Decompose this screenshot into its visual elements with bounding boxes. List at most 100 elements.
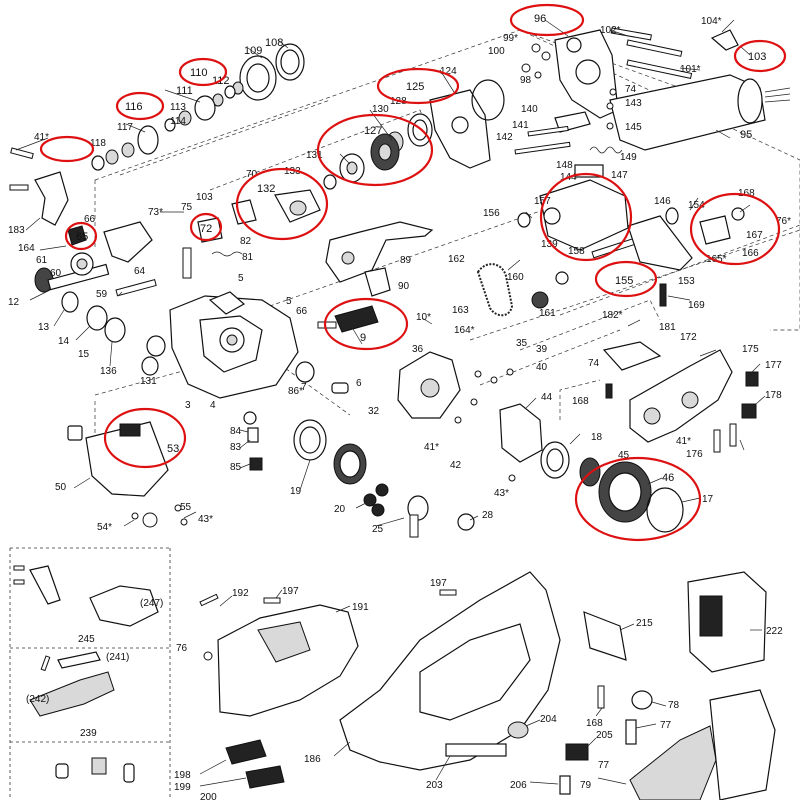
part-label: 131 bbox=[140, 376, 157, 387]
part-label: 118 bbox=[90, 138, 106, 149]
part-label: (242) bbox=[26, 694, 49, 705]
handle-bracket-parts bbox=[67, 421, 188, 528]
part-label: 25 bbox=[372, 524, 384, 535]
belt-tensioner-parts bbox=[476, 179, 745, 317]
part-label: 143 bbox=[625, 98, 642, 109]
part-label: 50 bbox=[55, 482, 67, 493]
part-label: 110 bbox=[190, 67, 208, 79]
part-label: 114 bbox=[170, 116, 186, 127]
part-label: 239 bbox=[80, 728, 97, 739]
top-gearbox-parts bbox=[514, 27, 791, 178]
part-label: 76* bbox=[776, 216, 791, 227]
part-label: 41* bbox=[424, 442, 439, 453]
part-label: 147 bbox=[611, 170, 628, 181]
part-label: 96 bbox=[534, 13, 546, 25]
part-label: 74 bbox=[625, 84, 637, 95]
part-label: 130 bbox=[372, 104, 389, 115]
part-label: 103 bbox=[748, 51, 766, 63]
part-label: 14 bbox=[58, 336, 70, 347]
trigger-parts bbox=[325, 221, 434, 333]
part-label: 7 bbox=[301, 382, 307, 393]
part-label: 169 bbox=[688, 300, 705, 311]
part-label: 32 bbox=[368, 406, 380, 417]
part-label: 104* bbox=[701, 16, 722, 27]
part-label: 84 bbox=[230, 426, 242, 437]
part-label: 72 bbox=[200, 223, 212, 235]
shaft-parts bbox=[34, 199, 257, 343]
part-label: 149 bbox=[620, 152, 637, 163]
left-subsection-parts bbox=[13, 565, 159, 783]
part-label: 100 bbox=[488, 46, 505, 57]
part-label: 168 bbox=[586, 718, 603, 729]
part-label: 86* bbox=[288, 386, 303, 397]
part-label: 95 bbox=[740, 129, 752, 141]
part-label: 6 bbox=[356, 378, 362, 389]
part-label: 215 bbox=[636, 618, 653, 629]
part-label: 79 bbox=[580, 780, 592, 791]
part-label: 124 bbox=[440, 66, 457, 77]
part-label: 98 bbox=[520, 75, 532, 86]
part-label: 198 bbox=[174, 770, 191, 781]
part-label: 75 bbox=[181, 202, 193, 213]
part-label: 54* bbox=[97, 522, 112, 533]
part-label: 59 bbox=[96, 289, 108, 300]
part-label: 53 bbox=[167, 443, 179, 455]
part-label: 163 bbox=[452, 305, 469, 316]
part-label: 158 bbox=[568, 246, 585, 257]
part-label: 46 bbox=[662, 472, 674, 484]
part-label: 175 bbox=[742, 344, 759, 355]
part-label: 28 bbox=[482, 510, 494, 521]
part-label: 191 bbox=[352, 602, 369, 613]
part-label: 5 bbox=[238, 273, 244, 284]
part-label: 10* bbox=[416, 312, 431, 323]
part-label: 90 bbox=[398, 281, 410, 292]
part-label: 39 bbox=[536, 344, 548, 355]
part-label: 55 bbox=[180, 502, 192, 513]
flange-parts bbox=[397, 351, 514, 424]
part-label: 186 bbox=[304, 754, 321, 765]
guard-parts bbox=[602, 341, 759, 453]
part-label: 131 bbox=[306, 150, 323, 161]
part-label: 148 bbox=[556, 160, 573, 171]
part-label: 176 bbox=[686, 449, 703, 460]
part-label: 154 bbox=[688, 200, 705, 211]
red-highlight-circles bbox=[39, 3, 787, 542]
part-label: 204 bbox=[540, 714, 557, 725]
part-label: 166 bbox=[742, 248, 759, 259]
part-label: 127 bbox=[364, 125, 382, 137]
part-label: 12 bbox=[8, 297, 20, 308]
part-label: 60 bbox=[50, 268, 62, 279]
part-label: 145 bbox=[625, 122, 642, 133]
part-label: 168 bbox=[738, 188, 755, 199]
main-housing bbox=[141, 291, 349, 399]
part-label: 4 bbox=[210, 400, 216, 411]
part-label: 172 bbox=[680, 332, 697, 343]
part-label: 61 bbox=[36, 255, 48, 266]
part-label: 82 bbox=[240, 236, 252, 247]
part-label: 9 bbox=[360, 332, 366, 344]
part-label: 167 bbox=[746, 230, 763, 241]
part-label: 44 bbox=[541, 392, 553, 403]
part-label: 142 bbox=[496, 132, 513, 143]
part-label: 42 bbox=[450, 460, 462, 471]
part-label: 64 bbox=[134, 266, 146, 277]
part-label: 65 bbox=[76, 231, 88, 243]
part-label: 103 bbox=[196, 192, 213, 203]
part-label: 197 bbox=[282, 586, 299, 597]
part-label: 245 bbox=[78, 634, 95, 645]
part-label: 35 bbox=[516, 338, 528, 349]
part-label: 3 bbox=[185, 400, 191, 411]
part-label: 43* bbox=[494, 488, 509, 499]
part-label: 164 bbox=[18, 243, 35, 254]
part-label: 83 bbox=[230, 442, 242, 453]
part-label: 43* bbox=[198, 514, 213, 525]
clutch-assembly-parts bbox=[274, 79, 505, 223]
part-label: 197 bbox=[430, 578, 447, 589]
part-label: 132 bbox=[257, 183, 275, 195]
part-label: (241) bbox=[106, 652, 129, 663]
part-label: 182* bbox=[602, 310, 623, 321]
part-label: 15 bbox=[78, 349, 90, 360]
part-label: 20 bbox=[334, 504, 346, 515]
